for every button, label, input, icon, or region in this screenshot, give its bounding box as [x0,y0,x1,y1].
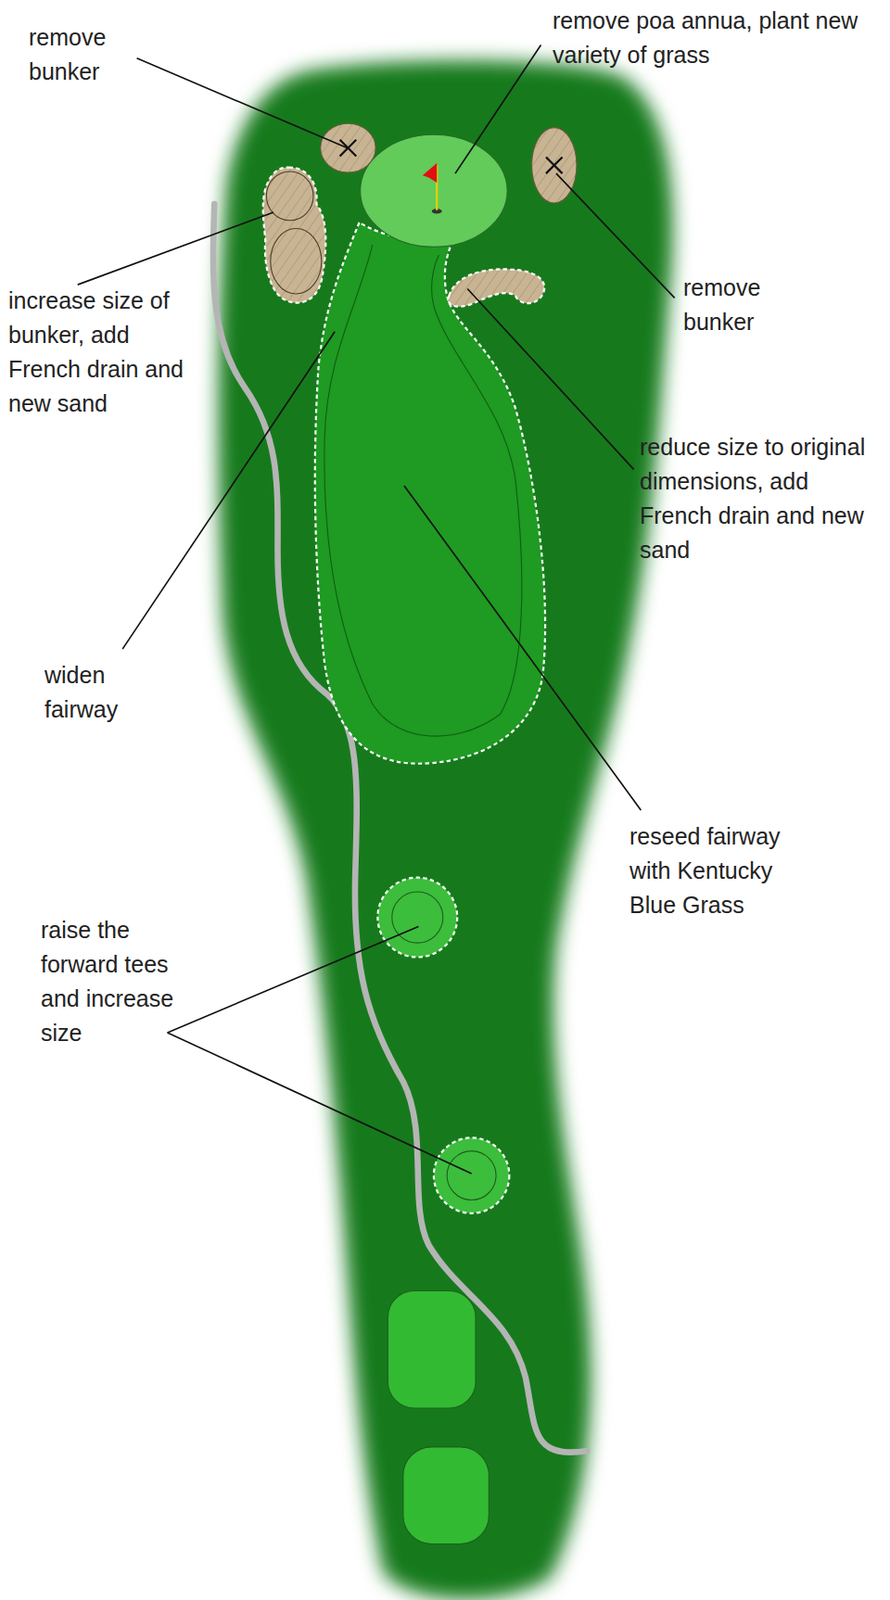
forward-tee-new [377,877,458,958]
leader-line [167,1032,472,1174]
leader-line [77,212,274,285]
x-mark [546,157,563,175]
leader-line [455,44,541,174]
fairway-old-edge [324,244,522,737]
forward-tee-new [433,1137,509,1213]
bunker-old-edge [270,228,322,294]
callout-label: remove bunker [28,20,150,89]
forward-tee-old [446,1151,496,1201]
putting-green [360,134,509,247]
callout-label: increase size of bunker, add French drai… [8,283,185,421]
callout-label: remove poa annua, plant new variety of g… [552,3,859,73]
back-tee [403,1447,489,1545]
bunker-removed [320,123,376,173]
x-mark [340,139,357,157]
cart-path [213,203,587,1453]
leader-line [556,173,675,298]
rough [218,60,674,1600]
leader-line [404,485,641,811]
leader-line [467,289,634,471]
callout-label: remove bunker [683,270,804,340]
flag [422,163,437,183]
leader-line [167,926,420,1032]
callout-label: reseed fairway with Kentucky Blue Grass [629,819,815,923]
leader-line [137,58,348,149]
fairway [315,222,546,764]
bunker-removed [532,127,577,204]
bunker-enlarged [263,167,327,304]
back-tee [387,1290,476,1409]
callout-label: reduce size to original dimensions, add … [639,430,879,568]
callout-label: raise the forward tees and increase size [40,913,199,1051]
bunker-reduced [448,268,546,306]
callout-label: widen fairway [44,658,166,727]
